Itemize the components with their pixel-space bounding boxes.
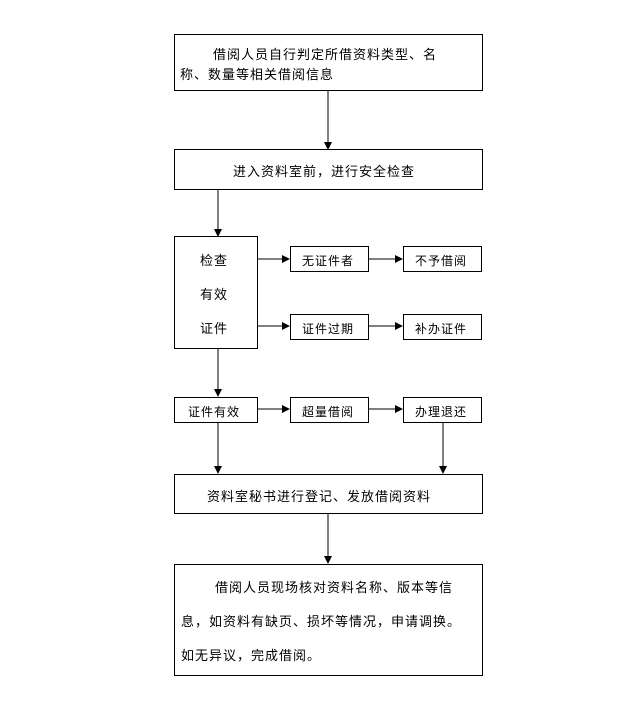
check-id-box: 检查 有效 证件 [174,236,258,349]
return-box: 办理退还 [403,397,482,423]
final-line3: 如无异议，完成借阅。 [181,649,322,664]
step1-box: 借阅人员自行判定所借资料类型、名 称、数量等相关借阅信息 [174,34,483,91]
valid-label: 证件有效 [188,405,241,419]
check-line2: 有效 [200,288,229,303]
renew-box: 补办证件 [403,314,482,340]
check-line1: 检查 [200,254,229,269]
valid-box: 证件有效 [174,397,258,423]
final-line1: 借阅人员现场核对资料名称、版本等信 [215,581,454,596]
register-label: 资料室秘书进行登记、发放借阅资料 [207,490,432,505]
step1-line1: 借阅人员自行判定所借资料类型、名 [213,48,438,63]
return-label: 办理退还 [415,405,468,419]
final-box: 借阅人员现场核对资料名称、版本等信 息，如资料有缺页、损坏等情况，申请调换。 如… [174,564,483,676]
step2-box: 进入资料室前，进行安全检查 [174,149,483,190]
step1-line2: 称、数量等相关借阅信息 [180,68,335,83]
no-id-label: 无证件者 [302,254,355,268]
renew-label: 补办证件 [415,322,468,336]
no-id-box: 无证件者 [290,246,369,272]
no-lend-label: 不予借阅 [415,254,468,268]
check-line3: 证件 [200,322,229,337]
expired-box: 证件过期 [290,314,369,340]
step2-label: 进入资料室前，进行安全检查 [233,165,416,180]
over-borrow-label: 超量借阅 [302,405,355,419]
over-borrow-box: 超量借阅 [290,397,369,423]
expired-label: 证件过期 [302,322,355,336]
register-box: 资料室秘书进行登记、发放借阅资料 [174,474,483,514]
no-lend-box: 不予借阅 [403,246,482,272]
final-line2: 息，如资料有缺页、损坏等情况，申请调换。 [181,615,462,630]
